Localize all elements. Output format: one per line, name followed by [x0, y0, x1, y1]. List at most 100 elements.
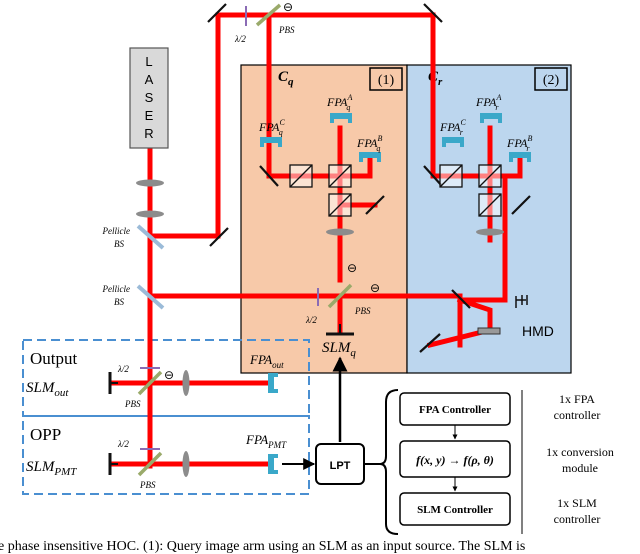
pbs-top	[255, 3, 282, 27]
panel2-tag: (2)	[543, 73, 560, 88]
controller-notes: 1x FPA controller 1x conversion module 1…	[546, 392, 614, 526]
query-arm-panel	[240, 64, 408, 374]
svg-text:⊖: ⊖	[370, 281, 380, 295]
pbs-labels: PBS PBS PBS PBS	[124, 25, 371, 490]
lens-laser-2	[136, 210, 164, 218]
fpa-ref-a	[480, 113, 502, 123]
svg-text:λ/2: λ/2	[117, 364, 129, 374]
mirror-ref-left	[423, 165, 443, 187]
slm-out-label: SLMout	[26, 380, 69, 399]
slm-out	[108, 372, 118, 394]
opp-label: OPP	[30, 425, 61, 444]
svg-text:⊖: ⊖	[347, 261, 357, 275]
fpa-pmt	[268, 454, 278, 474]
svg-text:λ/2: λ/2	[305, 315, 317, 325]
pellicle-splitters	[136, 224, 165, 310]
pbs-output	[137, 370, 163, 396]
svg-text:BS: BS	[114, 239, 124, 249]
fpa-query-a	[330, 113, 352, 123]
pbs-slmq	[327, 283, 353, 309]
bs-cube-query-2	[328, 164, 352, 188]
svg-text:L: L	[145, 54, 152, 69]
hmd-body	[477, 327, 501, 335]
fpa-query-c	[260, 137, 282, 147]
mirror-query-lower	[365, 195, 385, 215]
svg-text:PBS: PBS	[278, 25, 295, 35]
slm-q	[326, 324, 354, 336]
lens-output	[182, 370, 190, 396]
panel1-tag-box	[369, 67, 403, 91]
beam-pellicle-to-top	[147, 12, 508, 303]
svg-text:1x conversion: 1x conversion	[546, 445, 614, 459]
svg-text:λ/2: λ/2	[234, 34, 246, 44]
fpa-ref-c	[442, 137, 464, 147]
mirrors	[207, 3, 531, 353]
waveplate-labels: λ/2 λ/2 λ/2 λ/2	[117, 34, 317, 449]
mirror-hmd-upper	[451, 289, 471, 309]
svg-text:controller: controller	[554, 408, 601, 422]
lens-opp	[182, 451, 190, 477]
output-label: Output	[30, 349, 78, 368]
svg-text:PBS: PBS	[124, 399, 141, 409]
lpt-label: LPT	[330, 460, 351, 472]
figure-caption: e phase insensitive HOC. (1): Query imag…	[0, 539, 525, 554]
pellicle-bs-2	[136, 284, 165, 310]
bs-cubes	[289, 164, 502, 217]
hmd-ground-symbol	[515, 295, 528, 308]
fpa-out-label: FPAout	[249, 352, 284, 370]
svg-text:PBS: PBS	[139, 480, 156, 490]
mirror-query-left	[259, 165, 279, 187]
opp-dashed-box	[22, 415, 310, 495]
svg-text:λ/2: λ/2	[117, 439, 129, 449]
mirror-lower-left	[209, 227, 229, 247]
svg-text:controller: controller	[554, 512, 601, 526]
lenses	[136, 179, 504, 477]
fpa-pmt-label: FPAPMT	[245, 432, 287, 450]
polarization-markers: ⊖ ⊖ ⊖ ⊖	[164, 0, 380, 382]
bs-cube-query-1	[289, 164, 313, 188]
mirror-ref-lower	[511, 195, 531, 215]
fpa-out	[268, 373, 278, 393]
bs-cube-ref-1	[439, 164, 463, 188]
fpa-detectors	[260, 113, 531, 474]
laser-letters: L A S E R	[144, 54, 153, 141]
mirror-top-right	[423, 3, 443, 23]
mirror-top-left	[207, 3, 227, 23]
mirror-hmd-lower	[419, 333, 441, 353]
svg-text:1x FPA: 1x FPA	[559, 392, 595, 406]
panel2-tag-box	[534, 67, 568, 91]
pellicle-bs-1	[136, 224, 165, 250]
svg-text:PBS: PBS	[354, 306, 371, 316]
bs-cube-query-3	[328, 193, 352, 217]
slm-controller-label: SLM Controller	[417, 504, 493, 516]
panel1-tag: (1)	[378, 73, 395, 88]
pellicle-labels: Pellicle BS Pellicle BS	[102, 226, 130, 307]
svg-text:S: S	[145, 90, 154, 105]
conversion-label: f(x, y) → f(ρ, θ)	[416, 453, 494, 467]
svg-text:module: module	[562, 461, 598, 475]
fpa-ref-b	[509, 152, 531, 162]
svg-text:Pellicle: Pellicle	[102, 284, 130, 294]
pbs-plates	[137, 3, 353, 477]
slm-pmt	[108, 453, 118, 475]
laser-body	[129, 47, 169, 149]
hmd: HMD	[477, 295, 554, 339]
controller-bracket	[379, 389, 399, 535]
bs-cube-ref-3	[478, 193, 502, 217]
slm-labels: SLMq SLMout SLMPMT	[26, 340, 356, 478]
svg-text:E: E	[145, 108, 154, 123]
svg-text:R: R	[144, 126, 153, 141]
svg-text:Pellicle: Pellicle	[102, 226, 130, 236]
svg-text:1x SLM: 1x SLM	[557, 496, 597, 510]
slm-elements	[108, 324, 354, 475]
slm-pmt-label: SLMPMT	[26, 459, 77, 478]
